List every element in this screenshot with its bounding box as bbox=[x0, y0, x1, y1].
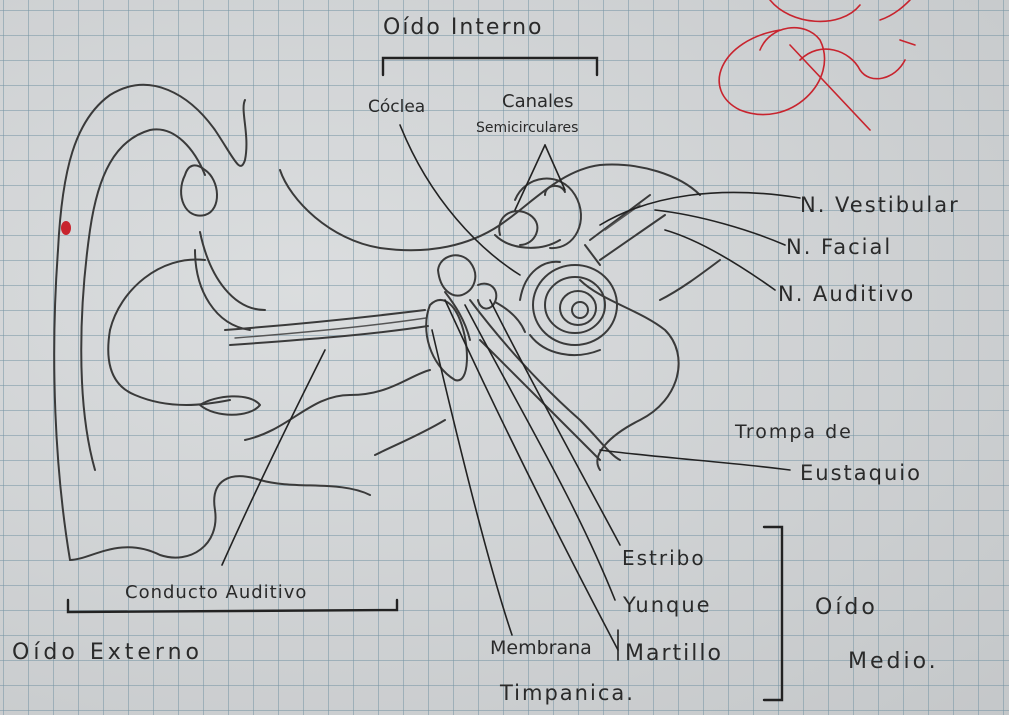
pointer-n-facial bbox=[655, 210, 785, 245]
red-mark bbox=[61, 221, 71, 235]
pointer-n-vestibular bbox=[600, 192, 800, 225]
label-oido-interno: Oído Interno bbox=[383, 15, 544, 40]
pointer-membrana bbox=[432, 330, 512, 635]
labels: Oído Interno Cóclea Canales Semicircular… bbox=[12, 15, 960, 705]
label-estribo: Estribo bbox=[622, 546, 706, 570]
pointer-coclea bbox=[400, 125, 520, 275]
label-eustaquio: Eustaquio bbox=[800, 461, 922, 485]
bracket-oido-medio bbox=[764, 527, 782, 700]
bracket-oido-interno bbox=[383, 58, 597, 75]
label-membrana: Membrana bbox=[490, 637, 592, 659]
label-n-facial: N. Facial bbox=[786, 235, 892, 259]
label-oido-medio-2: Medio. bbox=[848, 649, 939, 674]
label-semicirculares: Semicirculares bbox=[476, 120, 578, 136]
label-n-auditivo: N. Auditivo bbox=[778, 282, 915, 306]
pointer-lines bbox=[222, 125, 800, 660]
label-oido-medio-1: Oído bbox=[815, 595, 878, 620]
label-canales: Canales bbox=[502, 91, 574, 112]
ear-canal-drawing bbox=[225, 310, 428, 345]
pointer-trompa bbox=[600, 450, 790, 470]
pointer-canales-1 bbox=[515, 145, 545, 210]
nerve-bundle-drawing bbox=[585, 195, 665, 265]
label-n-vestibular: N. Vestibular bbox=[800, 193, 960, 217]
pointer-conducto bbox=[222, 350, 325, 565]
label-coclea: Cóclea bbox=[368, 97, 425, 117]
label-yunque: Yunque bbox=[622, 593, 712, 617]
inner-ear-drawing bbox=[495, 179, 617, 355]
label-oido-externo: Oído Externo bbox=[12, 640, 203, 665]
head-outline-drawing bbox=[280, 165, 720, 470]
label-timpanica: Timpanica. bbox=[499, 681, 635, 705]
label-martillo: Martillo bbox=[625, 641, 723, 666]
label-conducto-auditivo: Conducto Auditivo bbox=[125, 582, 307, 603]
pinna-drawing bbox=[54, 85, 445, 560]
label-trompa-de: Trompa de bbox=[734, 421, 853, 443]
red-doodle bbox=[719, 0, 915, 130]
